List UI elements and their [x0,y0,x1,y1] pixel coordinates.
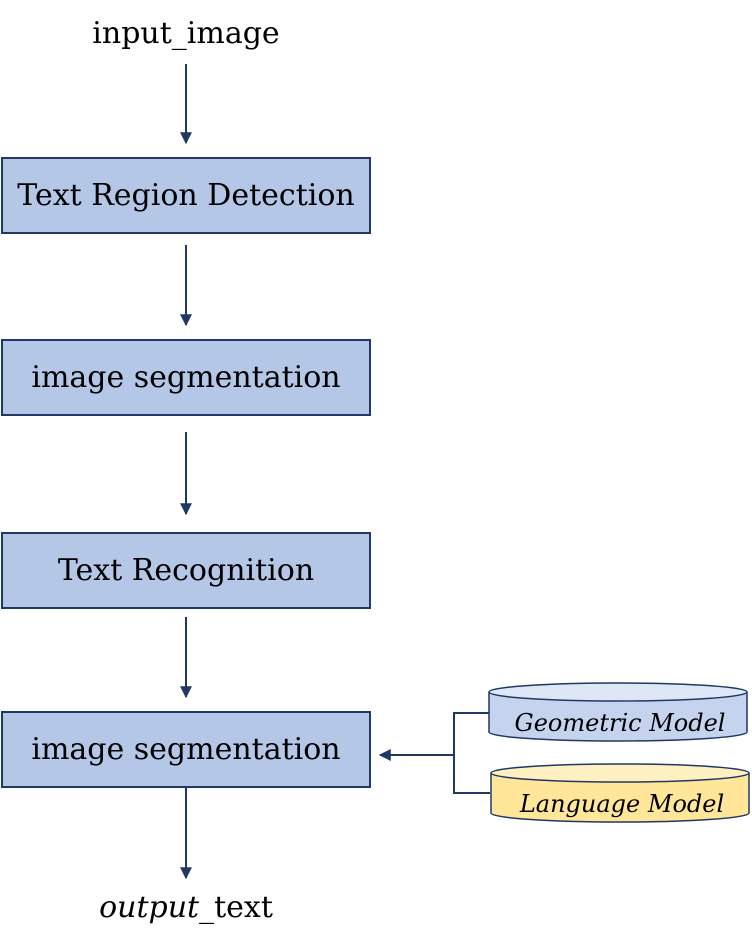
geometric-model-label: Geometric Model [514,709,726,737]
bracket-connector [453,712,490,794]
step-text-region-detection: Text Region Detection [1,157,371,234]
input-label: input_image [92,16,280,51]
step-image-segmentation-final: image segmentation [1,711,371,788]
step-label: image segmentation [31,360,341,395]
geometric-model-cylinder [488,682,748,742]
step-image-segmentation: image segmentation [1,339,371,416]
language-model-label: Language Model [519,790,725,818]
step-label: Text Recognition [57,553,315,588]
language-model-cylinder [490,763,750,823]
output-label-plain: _text [199,890,273,925]
output-label-italic: output [99,890,200,925]
step-text-recognition: Text Recognition [1,532,371,609]
output-label: output_text [99,893,273,923]
step-label: image segmentation [31,732,341,767]
step-label: Text Region Detection [17,178,355,213]
